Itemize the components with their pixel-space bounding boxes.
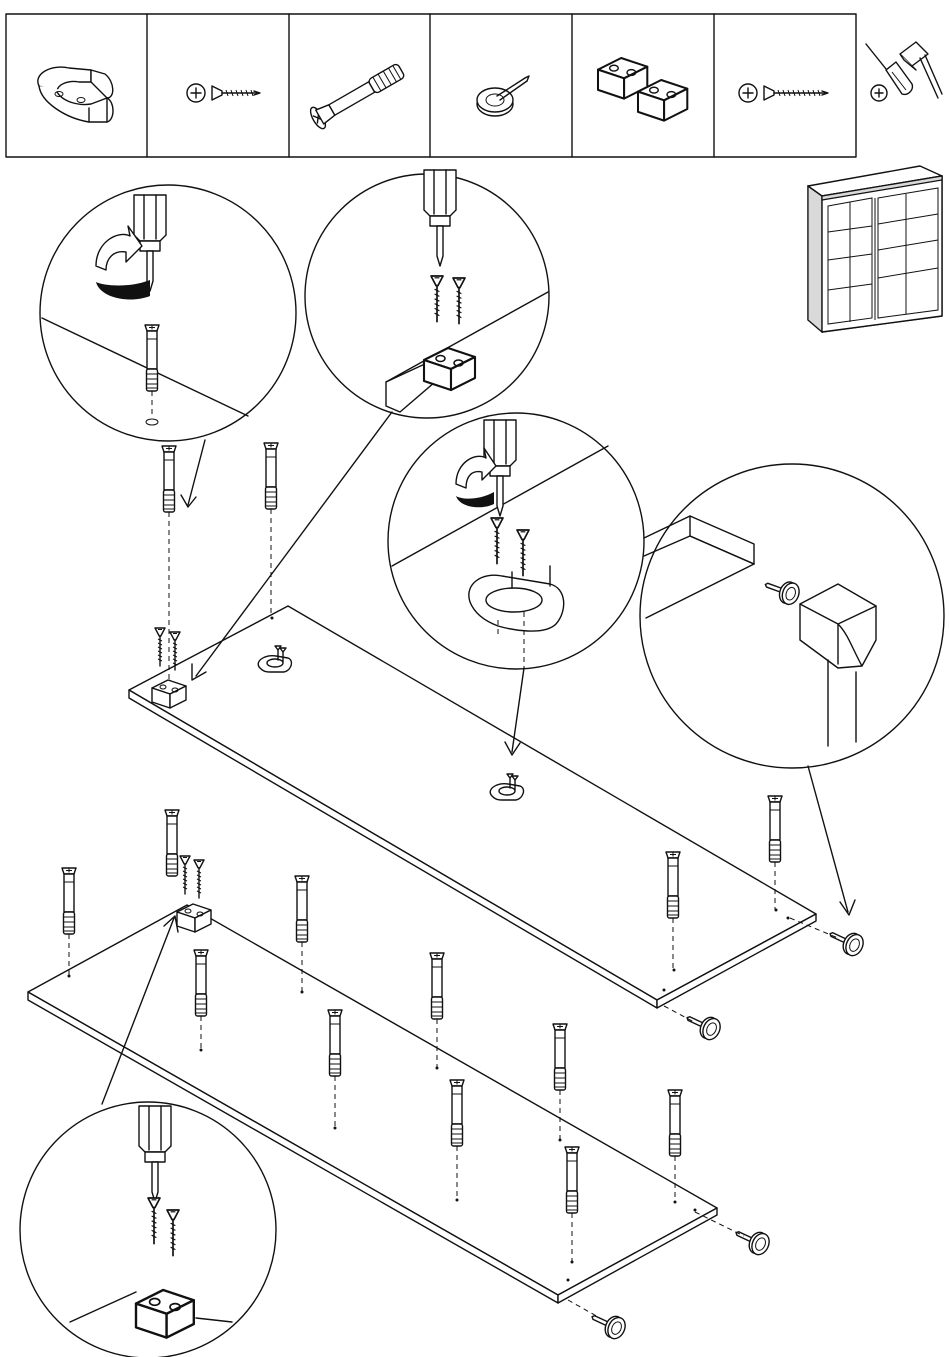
tools <box>866 42 942 101</box>
long-screw-icon <box>739 84 828 102</box>
detail-block-screwing <box>305 170 549 418</box>
parts-strip <box>6 14 856 157</box>
phillips-icon <box>871 85 887 101</box>
cam-bolt-icon <box>308 60 407 131</box>
detail-rail-holder-screwing <box>388 413 644 669</box>
nail-glide-icon <box>477 76 529 116</box>
detail-nail-glide-hammering <box>640 464 944 768</box>
connector-block-icon <box>598 58 687 121</box>
lower-connector-block <box>177 856 211 932</box>
detail-lower-block-screwing <box>20 1102 276 1357</box>
detail-cam-bolt-insertion <box>40 185 296 441</box>
wardrobe-preview-icon <box>808 166 942 332</box>
short-screw-icon <box>187 84 260 102</box>
rail-holder-icon <box>38 67 113 122</box>
